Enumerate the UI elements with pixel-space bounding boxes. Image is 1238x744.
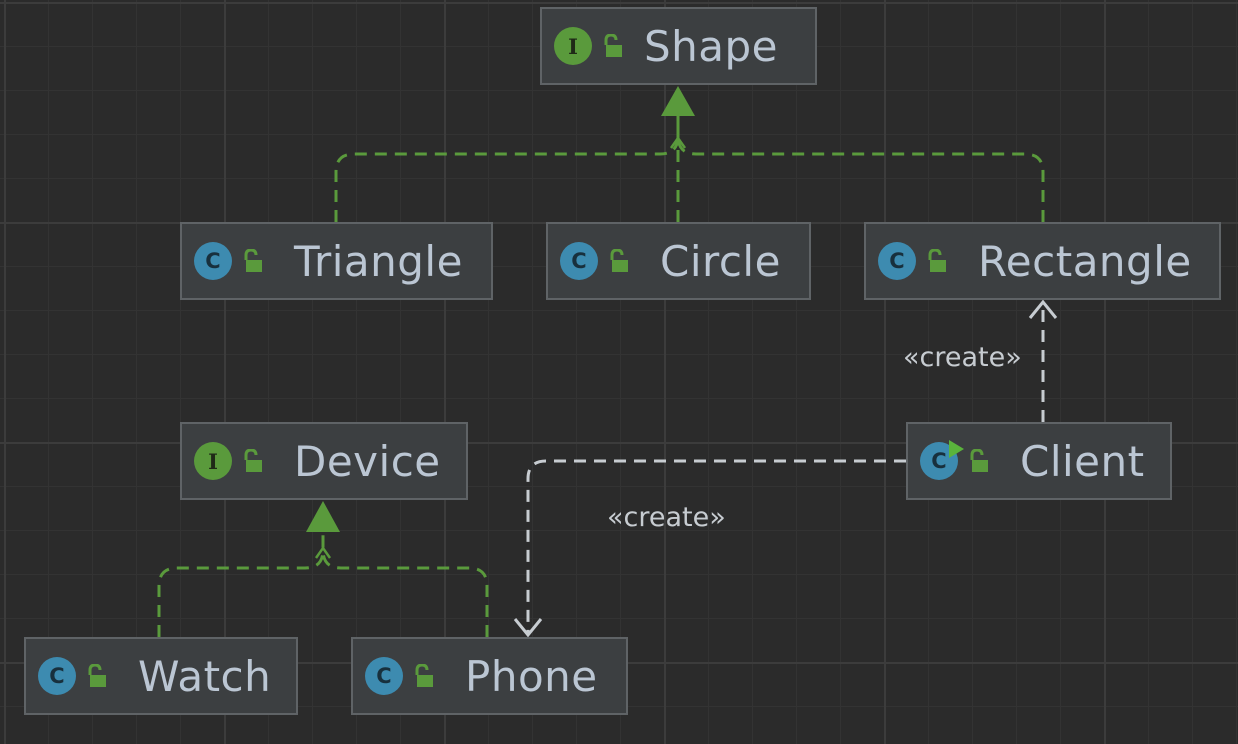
edge-watch-implements-device [157, 530, 325, 637]
class-icon: C [194, 242, 232, 280]
public-lock-icon [415, 664, 433, 687]
interface-icon: I [554, 27, 592, 65]
class-icon: C [365, 657, 403, 695]
node-label: Watch [138, 651, 272, 701]
implements-arrowhead-device [306, 501, 340, 532]
node-label: Circle [660, 236, 781, 286]
node-phone[interactable]: C Phone [351, 637, 628, 715]
node-label: Rectangle [978, 236, 1192, 286]
dependency-arrowhead-rectangle [1028, 299, 1058, 319]
public-lock-icon [610, 249, 628, 272]
class-icon-letter: C [931, 449, 947, 473]
node-label: Device [294, 436, 441, 486]
node-watch[interactable]: C Watch [24, 637, 298, 715]
node-client[interactable]: C Client [906, 422, 1172, 500]
public-lock-icon [244, 449, 262, 472]
class-icon: C [878, 242, 916, 280]
run-arrow-icon [949, 440, 964, 458]
public-lock-icon [88, 664, 106, 687]
class-icon: C [920, 440, 964, 480]
edge-label-client-rectangle: «create» [903, 342, 1022, 373]
public-lock-icon [604, 34, 622, 57]
edge-label-client-phone: «create» [607, 502, 726, 533]
node-rectangle[interactable]: C Rectangle [864, 222, 1221, 300]
node-label: Client [1020, 436, 1145, 486]
node-circle[interactable]: C Circle [546, 222, 811, 300]
node-label: Triangle [294, 236, 463, 286]
edge-rectangle-implements-shape [676, 115, 1045, 222]
edge-phone-implements-device [321, 530, 489, 637]
implements-arrowhead-shape [661, 86, 695, 116]
node-label: Shape [644, 21, 779, 71]
node-triangle[interactable]: C Triangle [180, 222, 493, 300]
class-icon: C [38, 657, 76, 695]
dependency-arrowhead-phone [513, 618, 543, 638]
public-lock-icon [244, 249, 262, 272]
edge-inner-arrow-shape [669, 135, 687, 149]
node-shape[interactable]: I Shape [540, 7, 817, 85]
public-lock-icon [928, 249, 946, 272]
edge-triangle-implements-shape [334, 115, 680, 222]
edge-client-creates-phone [526, 459, 906, 634]
node-device[interactable]: I Device [180, 422, 468, 500]
edge-inner-arrow-device [314, 545, 332, 559]
public-lock-icon [970, 449, 988, 472]
interface-icon: I [194, 442, 232, 480]
node-label: Phone [465, 651, 598, 701]
class-icon: C [560, 242, 598, 280]
